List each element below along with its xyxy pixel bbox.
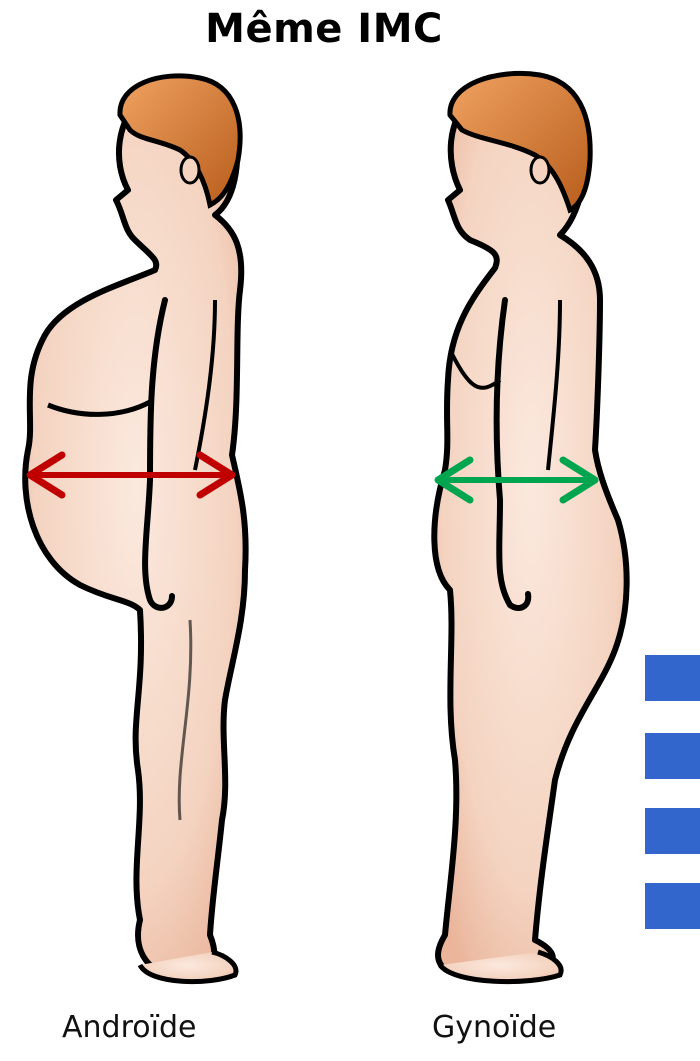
gynoid-figure [434,73,626,981]
caption-gynoid: Gynoïde [432,1010,556,1045]
gynoid-body [434,82,626,975]
android-figure [25,76,245,982]
caption-android: Androïde [62,1010,196,1045]
blue-marker-1 [645,655,700,701]
blue-marker-2 [645,733,700,779]
android-body [25,86,245,974]
blue-marker-4 [645,883,700,929]
blue-marker-3 [645,808,700,854]
